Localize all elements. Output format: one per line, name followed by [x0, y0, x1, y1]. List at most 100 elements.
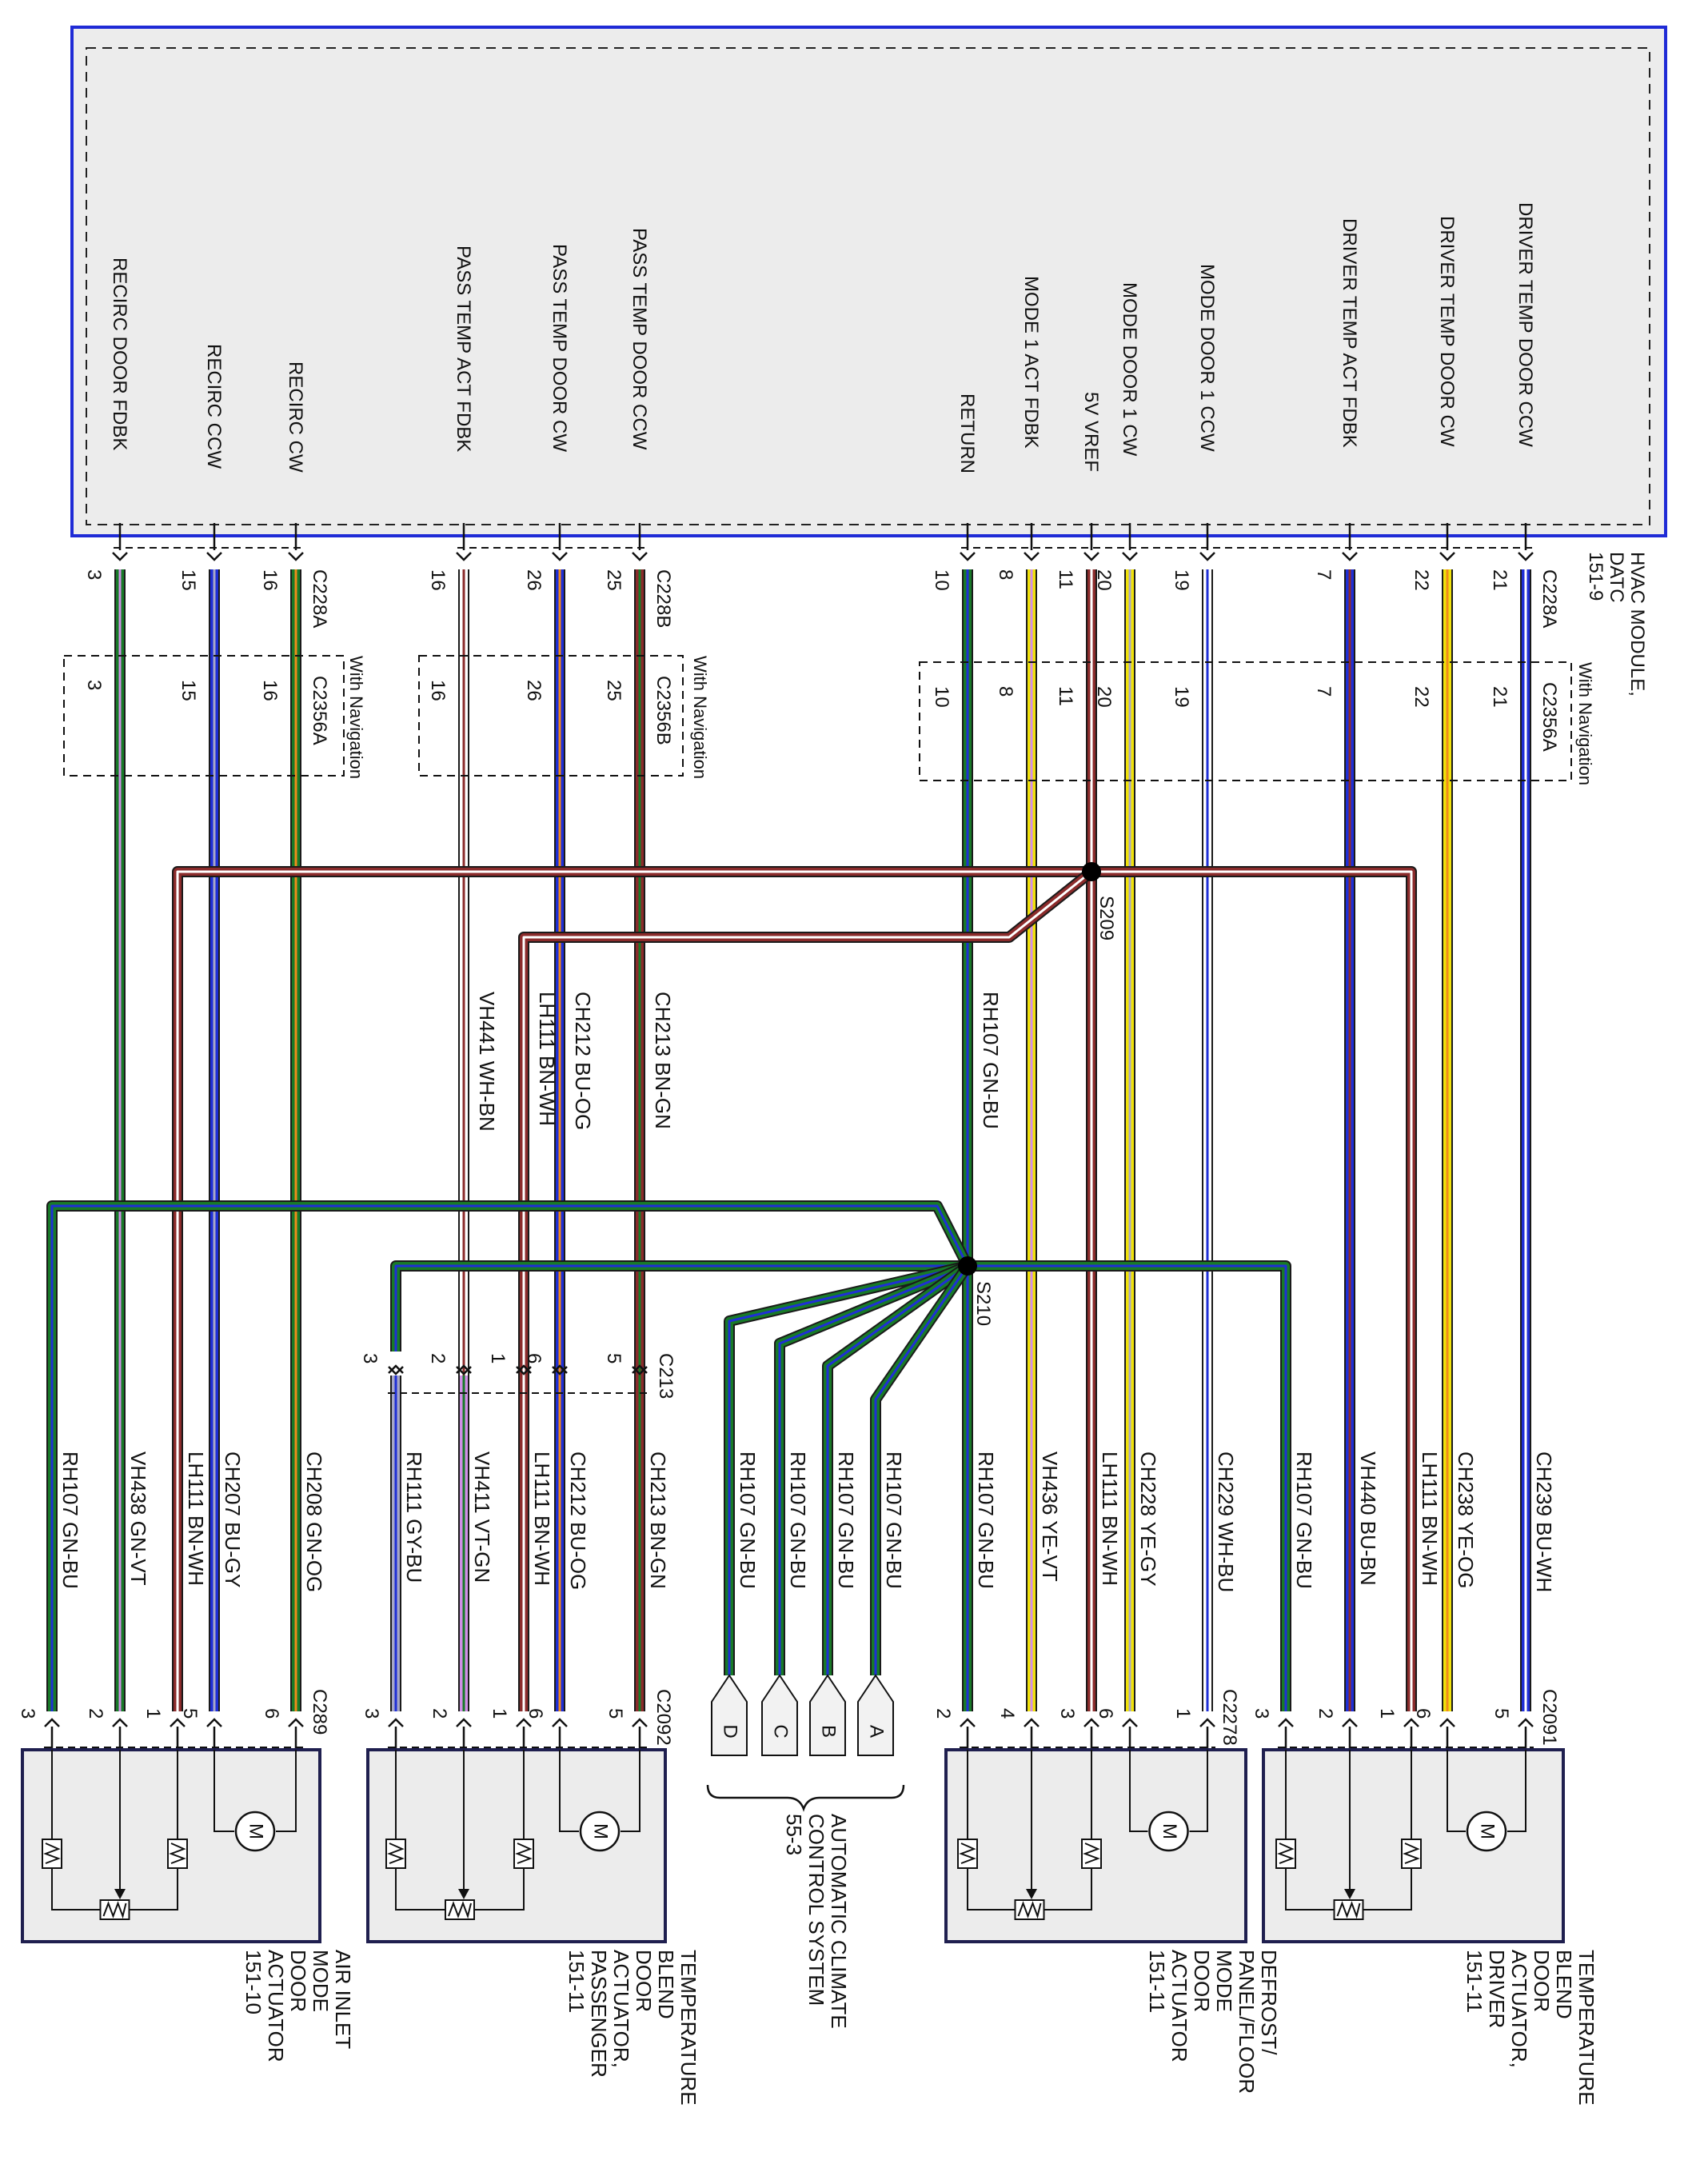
- connector-pin-number: 8: [995, 686, 1016, 697]
- connector-pin-number: 5: [179, 1708, 201, 1719]
- component-name: ACTUATOR: [264, 1950, 288, 2062]
- terminal-chevron: [552, 552, 568, 561]
- circuit-label: RH111 GY-BU: [402, 1451, 426, 1583]
- component-name: PASSENGER: [587, 1950, 611, 2078]
- terminal-chevron: [960, 552, 976, 561]
- module-pin-label: DRIVER TEMP DOOR CW: [1436, 216, 1458, 447]
- circuit-label: RH107 GN-BU: [979, 992, 1003, 1129]
- resistor-zigzag: [515, 1843, 533, 1864]
- module-pin-label: DRIVER TEMP ACT FDBK: [1339, 218, 1360, 448]
- circuit-label: VH438 GN-VT: [126, 1451, 150, 1586]
- connector-name: C2278: [1219, 1689, 1240, 1746]
- connector-pin-number: 6: [1412, 1708, 1434, 1719]
- connector-pin-number: 1: [1172, 1708, 1194, 1719]
- resistor-zigzag: [959, 1843, 976, 1864]
- module-title: 151-9: [1585, 552, 1606, 601]
- actuator-c289: M: [21, 1748, 321, 1943]
- motor-wire: [1507, 1750, 1526, 1832]
- wiper-arrow: [1344, 1889, 1355, 1899]
- hvac-module-block: [70, 26, 1667, 561]
- terminal-chevron: [388, 1366, 404, 1375]
- connector-pin-number: 19: [1171, 569, 1192, 591]
- with-navigation-note: With Navigation: [1575, 662, 1595, 785]
- circuit-label: CH212 BU-OG: [571, 992, 595, 1130]
- terminal-chevron: [456, 1718, 472, 1727]
- circuit-label: LH111 BN-WH: [530, 1451, 554, 1586]
- splice-label: S210: [972, 1281, 994, 1326]
- terminal-chevron: [388, 1364, 404, 1374]
- connector-pin-number: 3: [83, 680, 105, 690]
- potentiometer-zigzag: [448, 1901, 472, 1919]
- circuit-label: CH228 YE-GY: [1136, 1451, 1160, 1587]
- terminal-chevron: [1278, 1718, 1294, 1727]
- connector-pin-number: 3: [83, 569, 105, 580]
- connector-pin-number: 5: [603, 1353, 625, 1363]
- terminal-chevron: [632, 1366, 648, 1375]
- wire-rh107-b: [822, 1261, 972, 1675]
- wire-stripe: [176, 870, 1091, 1711]
- module-pin-label: RECIRC CCW: [203, 344, 225, 469]
- terminal-chevron: [1439, 1718, 1455, 1727]
- connector-pin-number: 16: [259, 569, 281, 591]
- ground-pin-shape: [809, 1674, 846, 1756]
- ground-pin-letter: B: [818, 1725, 840, 1738]
- connector-pin-number: 7: [1313, 686, 1335, 697]
- component-name: DRIVER: [1485, 1950, 1509, 2028]
- terminal-chevron: [1518, 1718, 1534, 1727]
- circuit-label: VH436 YE-VT: [1038, 1451, 1062, 1582]
- module-title: DATC: [1606, 552, 1627, 603]
- wire-rh107-air-inlet: [46, 1200, 973, 1711]
- connector-pin-number: 11: [1055, 686, 1076, 706]
- component-name: BLEND: [1552, 1950, 1576, 2019]
- component-name: MODE: [1212, 1950, 1236, 2012]
- terminal-chevron: [288, 552, 304, 561]
- motor-symbol: [234, 1811, 276, 1852]
- terminal-chevron: [44, 1718, 60, 1727]
- terminal-chevron: [456, 1364, 472, 1374]
- circuit-label: VH411 VT-GN: [470, 1451, 494, 1583]
- connector-name: C2356B: [652, 676, 674, 745]
- connector-pin-number: 21: [1489, 569, 1510, 591]
- connector-pin-number: 6: [1095, 1708, 1116, 1719]
- circuit-label: VH441 WH-BN: [475, 992, 499, 1132]
- terminal-chevron: [456, 1366, 472, 1375]
- motor-wire: [1447, 1750, 1466, 1832]
- connector-pin-number: 6: [261, 1708, 282, 1719]
- component-name: ACTUATOR,: [1507, 1950, 1531, 2068]
- motor-wire: [559, 1750, 579, 1832]
- connector-pin-number: 1: [1376, 1708, 1398, 1719]
- component-name: TEMPERATURE: [676, 1950, 700, 2106]
- terminal-chevron: [206, 552, 222, 561]
- wire-rh107-c: [774, 1260, 970, 1675]
- potentiometer-zigzag: [1336, 1901, 1361, 1919]
- with-navigation-note: With Navigation: [690, 656, 710, 779]
- component-name: TEMPERATURE: [1574, 1950, 1598, 2106]
- motor-wire: [1189, 1750, 1208, 1832]
- resistor-zigzag: [169, 1843, 186, 1864]
- terminal-chevron: [1518, 552, 1534, 561]
- motor-letter: M: [1159, 1823, 1180, 1839]
- connector-pin-number: 2: [85, 1708, 106, 1719]
- connector-pin-number: 22: [1411, 569, 1432, 591]
- wire-stripe: [874, 1265, 969, 1675]
- ground-pin-shape: [761, 1674, 798, 1756]
- connector-pin-number: 16: [259, 680, 281, 701]
- connector-pin-number: 6: [523, 1353, 545, 1363]
- wire-stripe: [522, 870, 1092, 1711]
- wire-stripe: [1091, 870, 1413, 1711]
- module-pin-label: 5V VREF: [1080, 392, 1102, 472]
- component-name: 151-10: [241, 1950, 265, 2014]
- connector-pin-number: 26: [523, 680, 545, 701]
- terminal-chevron: [516, 1718, 532, 1727]
- ground-pin-letter: C: [770, 1724, 792, 1738]
- connector-pin-number: 2: [932, 1708, 954, 1719]
- wiper-arrow: [1026, 1889, 1037, 1899]
- component-name: BLEND: [654, 1950, 678, 2019]
- potentiometer-zigzag: [102, 1901, 127, 1919]
- circuit-label: RH107 GN-BU: [786, 1451, 810, 1589]
- connector-pin-number: 2: [1315, 1708, 1336, 1719]
- circuit-label: CH238 YE-OG: [1454, 1451, 1478, 1588]
- terminal-chevron: [1403, 1718, 1419, 1727]
